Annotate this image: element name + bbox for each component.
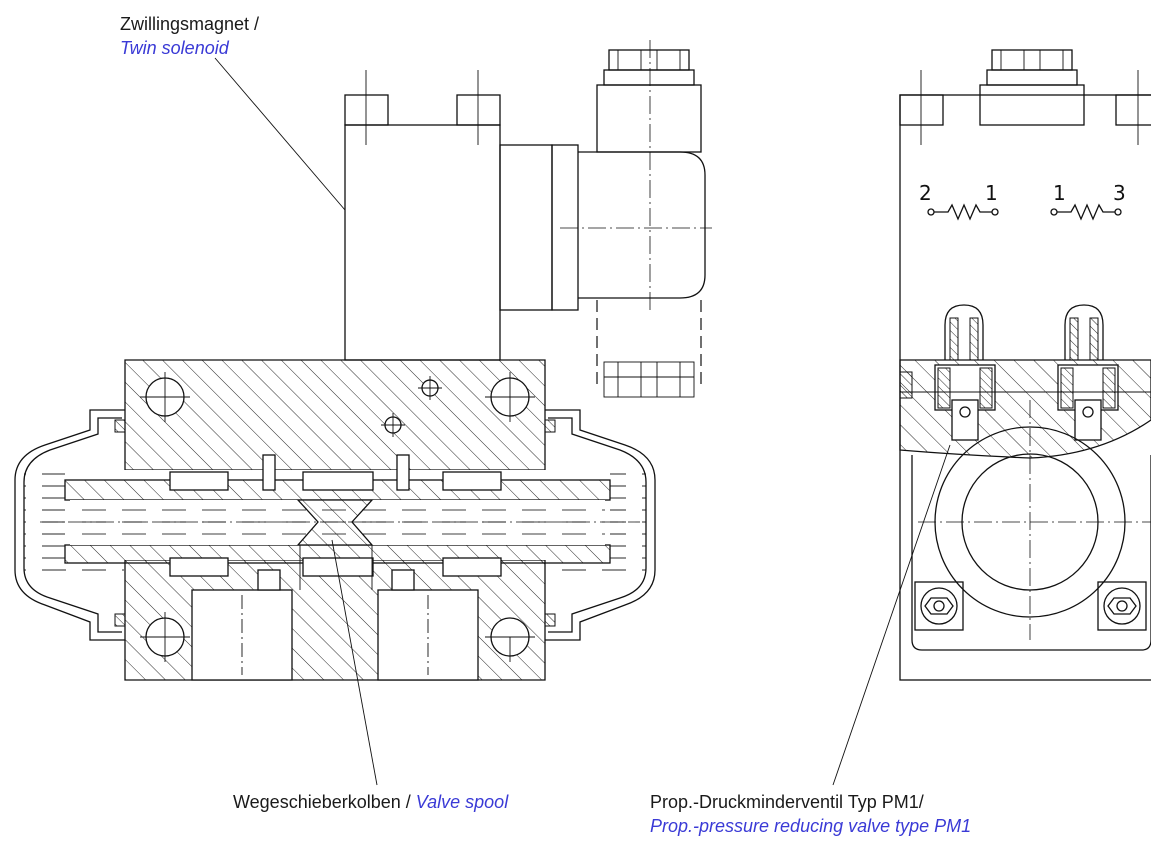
- left-sectional-view: [14, 40, 712, 681]
- valve-spool-label: Wegeschieberkolben / Valve spool: [233, 791, 508, 813]
- twin-solenoid-body: [344, 40, 712, 398]
- valve-spool-label-en: Valve spool: [415, 792, 509, 812]
- pm1-valves: [899, 304, 1151, 459]
- port-number-1a: 1: [985, 181, 998, 205]
- twin-solenoid-label-de: Zwillingsmagnet /: [120, 14, 260, 34]
- right-end-view: 2 1 1 3: [899, 49, 1151, 681]
- twin-solenoid-label-en: Twin solenoid: [120, 38, 229, 58]
- port-number-3: 3: [1113, 181, 1126, 205]
- valve-spool: [40, 454, 640, 591]
- pm1-label-en: Prop.-pressure reducing valve type PM1: [650, 816, 972, 836]
- resistor-symbols: [927, 203, 1122, 221]
- port-number-2: 2: [919, 181, 932, 205]
- port-number-1b: 1: [1053, 181, 1066, 205]
- valve-spool-label-de: Wegeschieberkolben /: [233, 792, 411, 812]
- leader-lines: [214, 57, 951, 786]
- valve-housing: [114, 359, 556, 681]
- pm1-label-de: Prop.-Druckminderventil Typ PM1/: [650, 792, 924, 812]
